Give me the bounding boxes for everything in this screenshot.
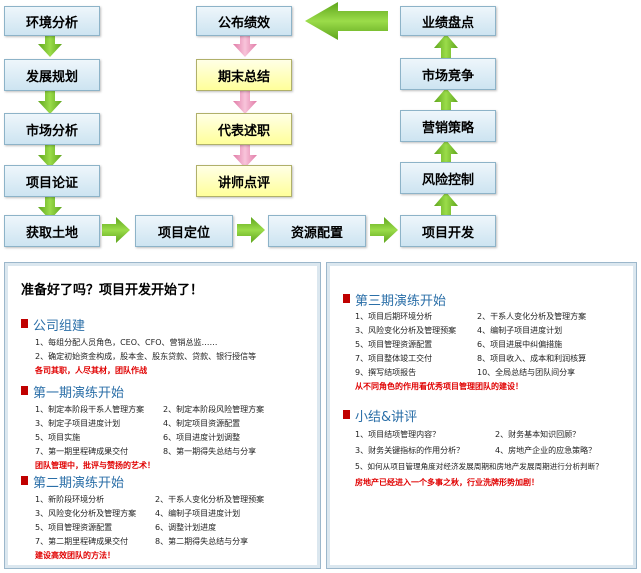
panel-headline: 准备好了吗？项目开发开始了！: [21, 283, 204, 298]
section-title-phase-1: 第一期演练开始: [33, 386, 125, 401]
step-project-positioning: 项目定位: [135, 215, 233, 247]
text-line: 1、制定本阶段干系人管理方案: [35, 405, 145, 414]
text-line: 5、项目管理资源配置: [355, 340, 433, 349]
text-line: 1、项目后期环境分析: [355, 312, 433, 321]
step-resource-allocation: 资源配置: [268, 215, 366, 247]
pink-arrow-1: [233, 34, 257, 57]
text-line: 2、制定本阶段风险管理方案: [163, 405, 265, 414]
step-development-plan: 发展规划: [4, 59, 100, 91]
text-line: 7、第一期里程碑成果交付: [35, 447, 129, 456]
text-line: 8、项目收入、成本和利润核算: [477, 354, 587, 363]
section-title-summary-review: 小结&讲评: [355, 410, 418, 425]
text-line: 6、项目进展中纠偏措施: [477, 340, 563, 349]
arrow-up-3: [434, 88, 458, 112]
step-publish-performance: 公布绩效: [196, 6, 292, 36]
text-line: 2、确定初始资金构成，股本金、股东贷款、贷款、银行授信等: [35, 352, 257, 361]
arrow-down-4: [38, 197, 62, 220]
text-line: 8、第一期得失总结与分享: [163, 447, 257, 456]
section-note: 各司其职，人尽其材，团队作战: [35, 366, 147, 375]
arrow-down-1: [38, 34, 62, 57]
section-note: 团队管理中，批评与赞扬的艺术！: [35, 461, 155, 470]
text-line: 3、财务关键指标的作用分析？: [355, 446, 465, 455]
step-risk-control: 风险控制: [400, 162, 496, 194]
text-line: 1、项目结项管理内容？: [355, 430, 441, 439]
text-line: 3、制定子项目进度计划: [35, 419, 121, 428]
text-line: 4、房地产企业的应急策略？: [495, 446, 597, 455]
arrow-left-top: [305, 2, 388, 40]
bullet-square-icon: [343, 294, 350, 303]
left-text-panel: 准备好了吗？项目开发开始了！ 公司组建 1、每组分配人员角色，CEO、CFO、营…: [4, 262, 321, 569]
arrow-right-2: [237, 217, 265, 243]
bullet-square-icon: [343, 410, 350, 419]
text-line: 6、项目进度计划调整: [163, 433, 241, 442]
text-line: 10、全局总结与团队间分享: [477, 368, 576, 377]
step-project-development: 项目开发: [400, 215, 496, 247]
text-line: 3、风险变化分析及管理预案: [355, 326, 457, 335]
pink-arrow-3: [233, 145, 257, 168]
bullet-square-icon: [21, 386, 28, 395]
section-note: 建设高效团队的方法！: [35, 551, 115, 560]
text-line: 8、第二期得失总结与分享: [155, 537, 249, 546]
arrow-right-3: [370, 217, 398, 243]
arrow-up-4: [434, 34, 458, 58]
bullet-square-icon: [21, 319, 28, 328]
arrow-up-1: [434, 192, 458, 216]
step-performance-review: 业绩盘点: [400, 6, 496, 36]
text-line: 1、每组分配人员角色，CEO、CFO、营销总监……: [35, 338, 218, 347]
pink-arrow-2: [233, 91, 257, 114]
section-title-phase-3: 第三期演练开始: [355, 294, 447, 309]
section-note: 从不同角色的作用看优秀项目管理团队的建设！: [355, 382, 523, 391]
text-line: 7、第二期里程碑成果交付: [35, 537, 129, 546]
step-lecturer-review: 讲师点评: [196, 165, 292, 197]
step-period-summary: 期末总结: [196, 59, 292, 91]
arrow-up-2: [434, 140, 458, 164]
text-line: 1、新阶段环境分析: [35, 495, 105, 504]
text-line: 4、制定项目资源配置: [163, 419, 241, 428]
text-line: 3、风险变化分析及管理方案: [35, 509, 137, 518]
arrow-right-1: [102, 217, 130, 243]
arrow-down-3: [38, 145, 62, 168]
text-line: 5、项目实施: [35, 433, 81, 442]
text-line: 9、撰写结项报告: [355, 368, 417, 377]
step-market-analysis: 市场分析: [4, 113, 100, 145]
step-market-competition: 市场竞争: [400, 58, 496, 90]
step-marketing-strategy: 营销策略: [400, 110, 496, 142]
step-environment-analysis: 环境分析: [4, 6, 100, 36]
section-title-phase-2: 第二期演练开始: [33, 476, 125, 491]
text-line: 7、项目整体竣工交付: [355, 354, 433, 363]
flow-arrows: [38, 2, 458, 243]
step-representative-report: 代表述职: [196, 113, 292, 145]
bullet-square-icon: [21, 476, 28, 485]
text-line: 2、财务基本知识回顾？: [495, 430, 581, 439]
text-line: 2、干系人变化分析及管理预案: [155, 495, 265, 504]
right-text-panel: 第三期演练开始 1、项目后期环境分析 2、干系人变化分析及管理方案 3、风险变化…: [326, 262, 637, 569]
process-flow-diagram: 环境分析 发展规划 市场分析 项目论证 获取土地 项目定位 资源配置 项目开发 …: [0, 0, 641, 260]
text-line: 5、项目管理资源配置: [35, 523, 113, 532]
text-line: 2、干系人变化分析及管理方案: [477, 312, 587, 321]
section-title-company-setup: 公司组建: [33, 319, 86, 334]
text-line: 6、调整计划进度: [155, 523, 217, 532]
step-project-evaluation: 项目论证: [4, 165, 100, 197]
text-line: 5、如何从项目管理角度对经济发展周期和房地产发展周期进行分析判断？: [355, 462, 603, 471]
arrow-down-2: [38, 91, 62, 114]
text-line: 4、编制子项目进度计划: [477, 326, 563, 335]
text-line: 4、编制子项目进度计划: [155, 509, 241, 518]
section-note: 房地产已经进入一个多事之秋，行业洗牌形势加剧！: [355, 478, 539, 487]
step-land-acquisition: 获取土地: [4, 215, 100, 247]
